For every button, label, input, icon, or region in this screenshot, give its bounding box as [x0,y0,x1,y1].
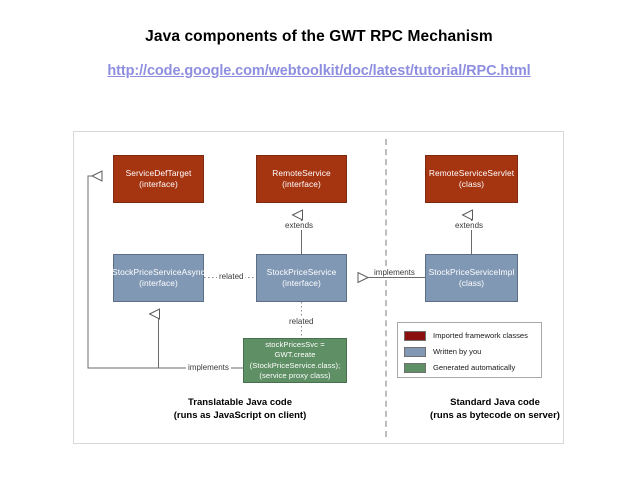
legend-item-generated: Generated automatically [404,360,535,375]
node-label-line2: (interface) [139,278,178,288]
node-label-line2: (class) [458,278,485,288]
node-label-line3: (service proxy class) [259,371,331,380]
edge-label-implements-right: implements [372,268,417,277]
node-label-line1: stockPricesSvc = GWT.create [265,339,325,360]
page-title: Java components of the GWT RPC Mechanism [145,28,493,45]
tutorial-url-link[interactable]: http://code.google.com/webtoolkit/doc/la… [107,63,531,79]
caption-server-side: Standard Java code (runs as bytecode on … [400,396,590,422]
legend-label-written-by-you: Written by you [433,347,482,356]
node-remoteservice[interactable]: RemoteService (interface) [256,155,347,203]
caption-client-line2: (runs as JavaScript on client) [173,410,307,421]
caption-client-line1: Translatable Java code [187,397,293,408]
node-label-line1: StockPriceServiceImpl [428,266,515,277]
node-label-line2: (class) [458,179,485,189]
legend-item-framework: Imported framework classes [404,328,535,343]
node-label-line1: StockPriceServiceAsync [112,266,205,277]
edge-label-related-horizontal: related [217,272,246,281]
caption-client-side: Translatable Java code (runs as JavaScri… [115,396,365,422]
legend-label-generated: Generated automatically [433,363,516,372]
caption-server-line2: (runs as bytecode on server) [430,410,560,421]
node-label-line2: (interface) [282,179,321,189]
node-label-line1: StockPriceService [266,266,337,277]
node-service-proxy[interactable]: stockPricesSvc = GWT.create (StockPriceS… [243,338,347,383]
node-label-line1: RemoteService [272,167,331,178]
edge-label-extends-left: extends [283,221,316,230]
node-stockpriceservice[interactable]: StockPriceService (interface) [256,254,347,302]
legend-swatch-framework [404,330,426,341]
legend-swatch-written-by-you [404,346,426,357]
node-remoteserviceservlet[interactable]: RemoteServiceServlet (class) [425,155,518,203]
node-label-line2: (interface) [139,179,178,189]
client-server-divider [385,139,387,437]
node-stockpriceserviceimpl[interactable]: StockPriceServiceImpl (class) [425,254,518,302]
node-label-line2: (StockPriceService.class); [249,360,341,370]
edge-label-implements-left: implements [186,363,231,372]
edge-label-extends-right: extends [453,221,486,230]
node-label-line1: RemoteServiceServlet [428,167,515,178]
node-servicedeftarget[interactable]: ServiceDefTarget (interface) [113,155,204,203]
legend: Imported framework classes Written by yo… [397,322,542,378]
edge-label-related-vertical: related [287,317,316,326]
caption-server-line1: Standard Java code [450,397,540,408]
node-label-line2: (interface) [282,278,321,288]
legend-swatch-generated [404,362,426,373]
legend-label-framework: Imported framework classes [433,331,528,340]
node-label-line1: ServiceDefTarget [125,167,192,178]
node-stockpriceserviceasync[interactable]: StockPriceServiceAsync (interface) [112,254,205,302]
legend-item-written-by-you: Written by you [404,344,535,359]
